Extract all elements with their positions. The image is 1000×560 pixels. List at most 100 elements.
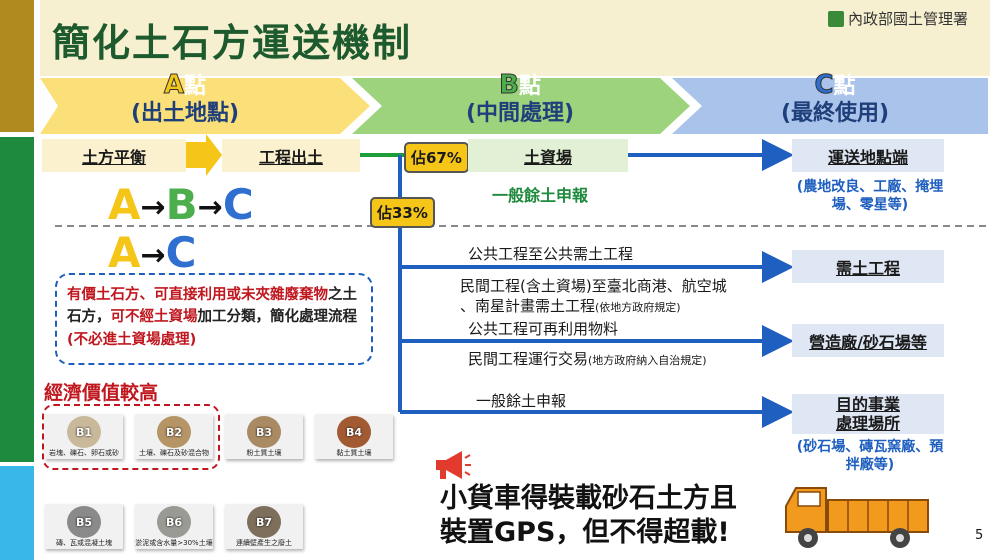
private-line2-text: 、南星計畫需土工程 <box>460 297 596 315</box>
sample-b5-code: B5 <box>75 516 93 529</box>
stage-c-label: C點 (最終使用) <box>735 70 935 128</box>
path-abc-c: C <box>222 180 254 229</box>
excavation-label: 工程出土 <box>258 147 323 167</box>
path-ac-a: A <box>108 228 141 277</box>
private-trade-note: (地方政府納入自治規定) <box>588 354 707 367</box>
demand-project-label: 需土工程 <box>835 258 900 278</box>
balance-label: 土方平衡 <box>81 147 146 167</box>
sample-b2-caption: 土壤、礫石及砂混合物 <box>139 449 209 457</box>
sample-b5-image <box>67 506 101 538</box>
sample-b4-code: B4 <box>345 426 363 439</box>
target-facility-label-2: 處理場所 <box>835 414 900 433</box>
sample-b5: B5 磚、瓦或混凝土塊 <box>45 504 123 549</box>
path-ac-c: C <box>165 228 197 277</box>
sample-b1: B1 岩塊、礫石、卵石或砂 <box>45 414 123 459</box>
target-facility-label-1: 目的事業 <box>835 394 900 414</box>
sample-b3: B3 粉土質土壤 <box>225 414 303 459</box>
private-note-text: (依地方政府規定) <box>595 301 681 314</box>
sample-b2: B2 土壤、礫石及砂混合物 <box>135 414 213 459</box>
sample-b6-caption: 淤泥或含水量>30%土壤 <box>135 539 213 547</box>
soil-yard-box: 土資場 <box>468 139 628 172</box>
stage-a-suffix: 點 <box>184 74 207 99</box>
end-uses-text: (農地改良、工廠、掩埋場、零星等) <box>796 179 944 214</box>
sample-b1-code: B1 <box>75 426 93 439</box>
construction-plant-label: 營造廠/砂石場等 <box>809 332 927 352</box>
sample-b3-caption: 粉土質土壤 <box>246 449 282 457</box>
truck-icon <box>785 487 929 548</box>
construction-plant-box: 營造廠/砂石場等 <box>792 324 944 357</box>
path-ac: A→C <box>108 228 196 277</box>
balance-box: 土方平衡 <box>42 139 186 172</box>
stage-c-suffix: 點 <box>833 74 856 99</box>
slogan: 小貨車得裝載砂石土方且 裝置GPS，但不得超載! <box>440 482 737 550</box>
slogan-line2: 裝置GPS，但不得超載! <box>440 516 730 548</box>
sidebar-bar-blue <box>0 466 34 560</box>
private-trade-text: 民間工程運行交易 <box>468 350 589 368</box>
excavation-box: 工程出土 <box>222 139 360 172</box>
percent-b-badge: 佔67% <box>404 142 469 173</box>
agency-logo: 內政部國土管理署 <box>828 8 968 29</box>
sample-b1-caption: 岩塊、礫石、卵石或砂 <box>49 449 119 457</box>
stage-b-label: B點 (中間處理) <box>420 70 620 128</box>
stage-a-letter: A <box>163 70 185 101</box>
explanation-part5: (不必進土資場處理) <box>67 331 197 348</box>
sample-b6-image <box>157 506 191 538</box>
sample-b3-image <box>247 416 281 448</box>
megaphone-icon <box>436 451 471 479</box>
high-value-highlight <box>42 404 220 470</box>
stage-b-name: (中間處理) <box>465 101 575 127</box>
stage-a-chevron <box>40 78 370 134</box>
sample-b7-code: B7 <box>255 516 273 529</box>
explanation-part3: 可不經土資場 <box>110 309 198 326</box>
sample-b7: B7 連續壁產生之廢土 <box>225 504 303 549</box>
stage-c-chevron <box>672 78 988 134</box>
sample-b7-caption: 連續壁產生之廢土 <box>236 539 292 547</box>
demand-project-box: 需土工程 <box>792 250 944 283</box>
public-reuse-text: 公共工程可再利用物料 <box>468 320 619 338</box>
stage-a-label: A點 (出土地點) <box>85 70 285 128</box>
sample-b1-image <box>67 416 101 448</box>
private-trade-row: 民間工程運行交易(地方政府納入自治規定) <box>468 348 707 369</box>
sample-b5-caption: 磚、瓦或混凝土塊 <box>56 539 112 547</box>
percent-direct-badge: 佔33% <box>370 197 435 228</box>
sample-b6: B6 淤泥或含水量>30%土壤 <box>135 504 213 549</box>
explanation-box: 有價土石方、可直接利用或未夾雜廢棄物之土石方，可不經土資場加工分類，簡化處理流程… <box>55 273 373 365</box>
general-declare-text: 一般餘土申報 <box>492 186 589 205</box>
explanation-part1: 有價土石方、可直接利用或未夾雜廢棄物 <box>67 287 328 303</box>
explanation-part2: 之土石方， <box>67 287 357 326</box>
transport-end-box: 運送地點端 <box>792 139 944 172</box>
private-line1-text: 民間工程(含土資場)至臺北商港、航空城 <box>460 277 727 295</box>
sidebar-bar-gold <box>0 0 34 132</box>
agency-name: 內政部國土管理署 <box>848 10 969 28</box>
path-abc-arrow-1: → <box>140 190 166 225</box>
facility-types-text: (砂石場、磚瓦窯廠、預拌廠等) <box>796 439 944 474</box>
sample-b6-code: B6 <box>165 516 183 529</box>
sample-b3-code: B3 <box>255 426 273 439</box>
sample-b2-image <box>157 416 191 448</box>
private-line2-row: 、南星計畫需土工程(依地方政府規定) <box>460 295 681 316</box>
path-abc: A→B→C <box>108 180 254 229</box>
sample-b4-image <box>337 416 371 448</box>
path-abc-b: B <box>165 180 198 229</box>
value-label: 經濟價值較高 <box>44 382 159 404</box>
sample-b4-caption: 黏土質土壤 <box>336 449 372 457</box>
path-abc-arrow-2: → <box>197 190 223 225</box>
stage-c-name: (最終使用) <box>780 101 890 127</box>
public-to-public-text: 公共工程至公共需土工程 <box>468 245 634 263</box>
stage-b-letter: B <box>499 70 520 101</box>
agency-logo-icon <box>828 10 844 27</box>
stage-b-chevron <box>352 78 690 134</box>
sample-b7-image <box>247 506 281 538</box>
stage-b-suffix: 點 <box>518 74 541 99</box>
slogan-line1: 小貨車得裝載砂石土方且 <box>440 483 737 514</box>
page-number: 5 <box>975 528 984 543</box>
stage-a-name: (出土地點) <box>130 101 240 127</box>
page-title: 簡化土石方運送機制 <box>52 21 413 65</box>
balance-arrow-icon <box>186 134 222 176</box>
general-declare2-text: 一般餘土申報 <box>476 392 567 410</box>
sample-b4: B4 黏土質土壤 <box>315 414 393 459</box>
soil-yard-label: 土資場 <box>523 147 572 167</box>
sidebar-bar-green <box>0 137 34 462</box>
stage-chevrons <box>40 78 988 134</box>
explanation-part4: 加工分類，簡化處理流程 <box>197 309 358 326</box>
